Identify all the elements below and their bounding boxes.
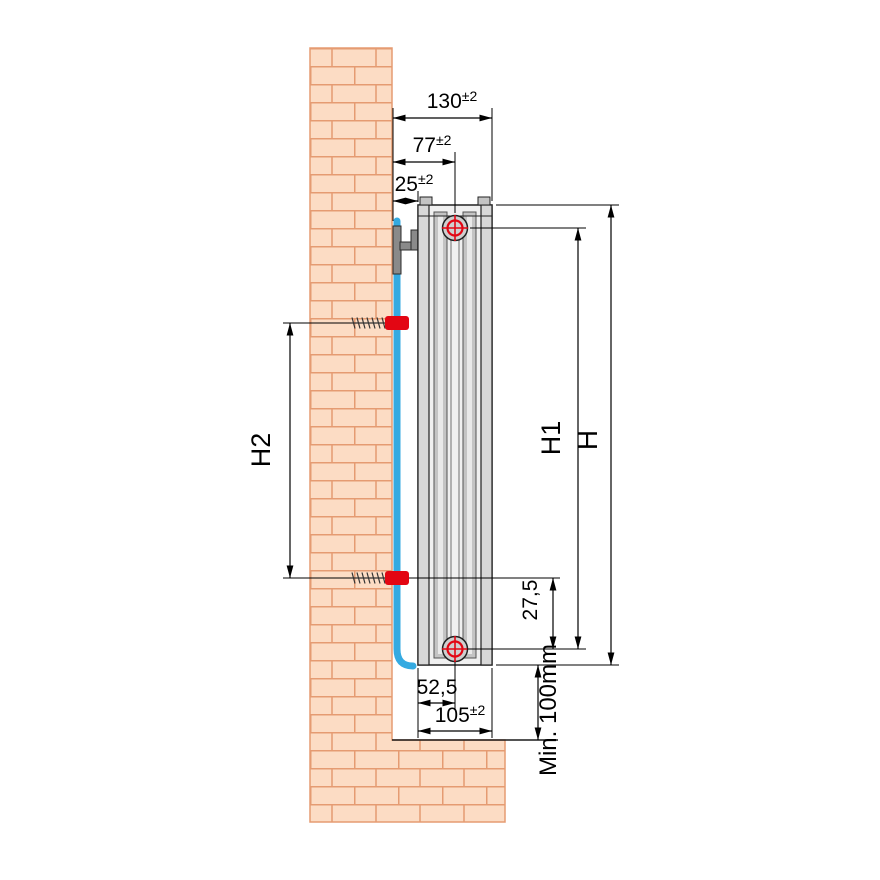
dim-H1: H1	[536, 228, 582, 649]
plug-body	[385, 571, 409, 585]
screw-thread	[351, 572, 386, 584]
dim-H: H	[572, 205, 615, 665]
dim-label-H: H	[572, 430, 603, 450]
dim-floor-clearance: Min. 100mm	[534, 644, 562, 776]
dim-label-130: 130±2	[427, 88, 478, 113]
dim-label-H2: H2	[246, 433, 276, 468]
dim-label-27-5: 27,5	[519, 580, 542, 621]
dim-52-5: 52,5	[417, 676, 458, 707]
wall-plug-lower	[350, 571, 409, 585]
dim-105: 105±2	[418, 702, 492, 735]
dim-label-25: 25±2	[395, 171, 434, 196]
dim-gap-25: 25±2	[393, 171, 434, 205]
dim-label-floor-clearance: Min. 100mm	[535, 644, 562, 776]
dim-label-H1: H1	[536, 421, 566, 456]
connection-crosshair-top	[442, 215, 468, 241]
bracket-hook	[410, 229, 419, 251]
convector-fin-left-channel	[438, 216, 443, 654]
extension-lines	[283, 108, 619, 738]
dim-label-105: 105±2	[435, 702, 486, 727]
dim-depth-130: 130±2	[393, 88, 492, 122]
radiator-rear-panel	[417, 204, 430, 666]
water-pipe	[393, 217, 417, 670]
dim-H2: H2	[246, 323, 294, 578]
dim-27-5: 27,5	[519, 578, 557, 649]
convector-fin-right-channel	[467, 216, 472, 654]
screw-thread	[351, 317, 386, 329]
radiator-side-view	[417, 196, 493, 666]
dim-depth-77: 77±2	[393, 132, 455, 166]
mounting-bracket	[392, 225, 419, 275]
connection-crosshair-bottom	[442, 636, 468, 662]
radiator-front-panel	[480, 204, 493, 666]
plug-body	[385, 316, 409, 330]
radiator-top-tab-rear	[419, 196, 433, 206]
dim-label-52-5: 52,5	[417, 676, 458, 699]
dim-label-77: 77±2	[413, 132, 452, 157]
radiator-top-tab-front	[477, 196, 491, 206]
wall-plug-upper	[350, 316, 409, 330]
